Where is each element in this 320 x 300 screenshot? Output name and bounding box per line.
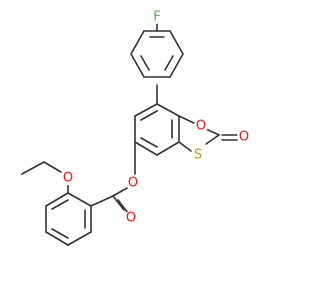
bond: [112, 195, 125, 211]
bond: [169, 53, 184, 78]
bond: [67, 231, 92, 246]
bond: [178, 115, 197, 125]
bond: [45, 192, 69, 207]
bond: [21, 161, 45, 175]
bond: [140, 55, 150, 71]
bond: [140, 110, 158, 121]
ring-oxygen-atom-label: O: [196, 119, 206, 134]
bond: [51, 228, 69, 239]
bond: [169, 30, 184, 55]
atom-labels: F O O S O O O: [61, 10, 251, 226]
ring-sulfur-atom-label: S: [194, 148, 202, 163]
ether-oxygen-atom-label: O: [63, 171, 73, 186]
bond: [51, 199, 69, 210]
bond: [117, 199, 129, 214]
ester-oxygen-atom-label: O: [128, 176, 138, 191]
bond-lines: [21, 20, 240, 246]
bond: [140, 137, 158, 148]
bond: [45, 231, 69, 246]
bond: [178, 141, 192, 152]
ring-carbonyl-oxygen-atom-label: O: [239, 130, 249, 145]
bond: [130, 53, 145, 78]
bond: [134, 103, 158, 117]
bond: [156, 141, 180, 156]
bond: [156, 103, 180, 117]
molecule-structure-diagram: F O O S O O O: [21, 10, 251, 246]
bond: [164, 55, 174, 71]
bond: [43, 161, 62, 173]
fluorine-atom-label: F: [153, 10, 160, 25]
bond: [67, 192, 92, 207]
bond: [112, 187, 128, 197]
bond: [205, 134, 220, 145]
ester-carbonyl-oxygen-atom-label: O: [126, 211, 136, 226]
bond: [205, 128, 220, 136]
bond: [134, 141, 158, 156]
bond: [130, 30, 145, 55]
bond: [90, 195, 114, 207]
